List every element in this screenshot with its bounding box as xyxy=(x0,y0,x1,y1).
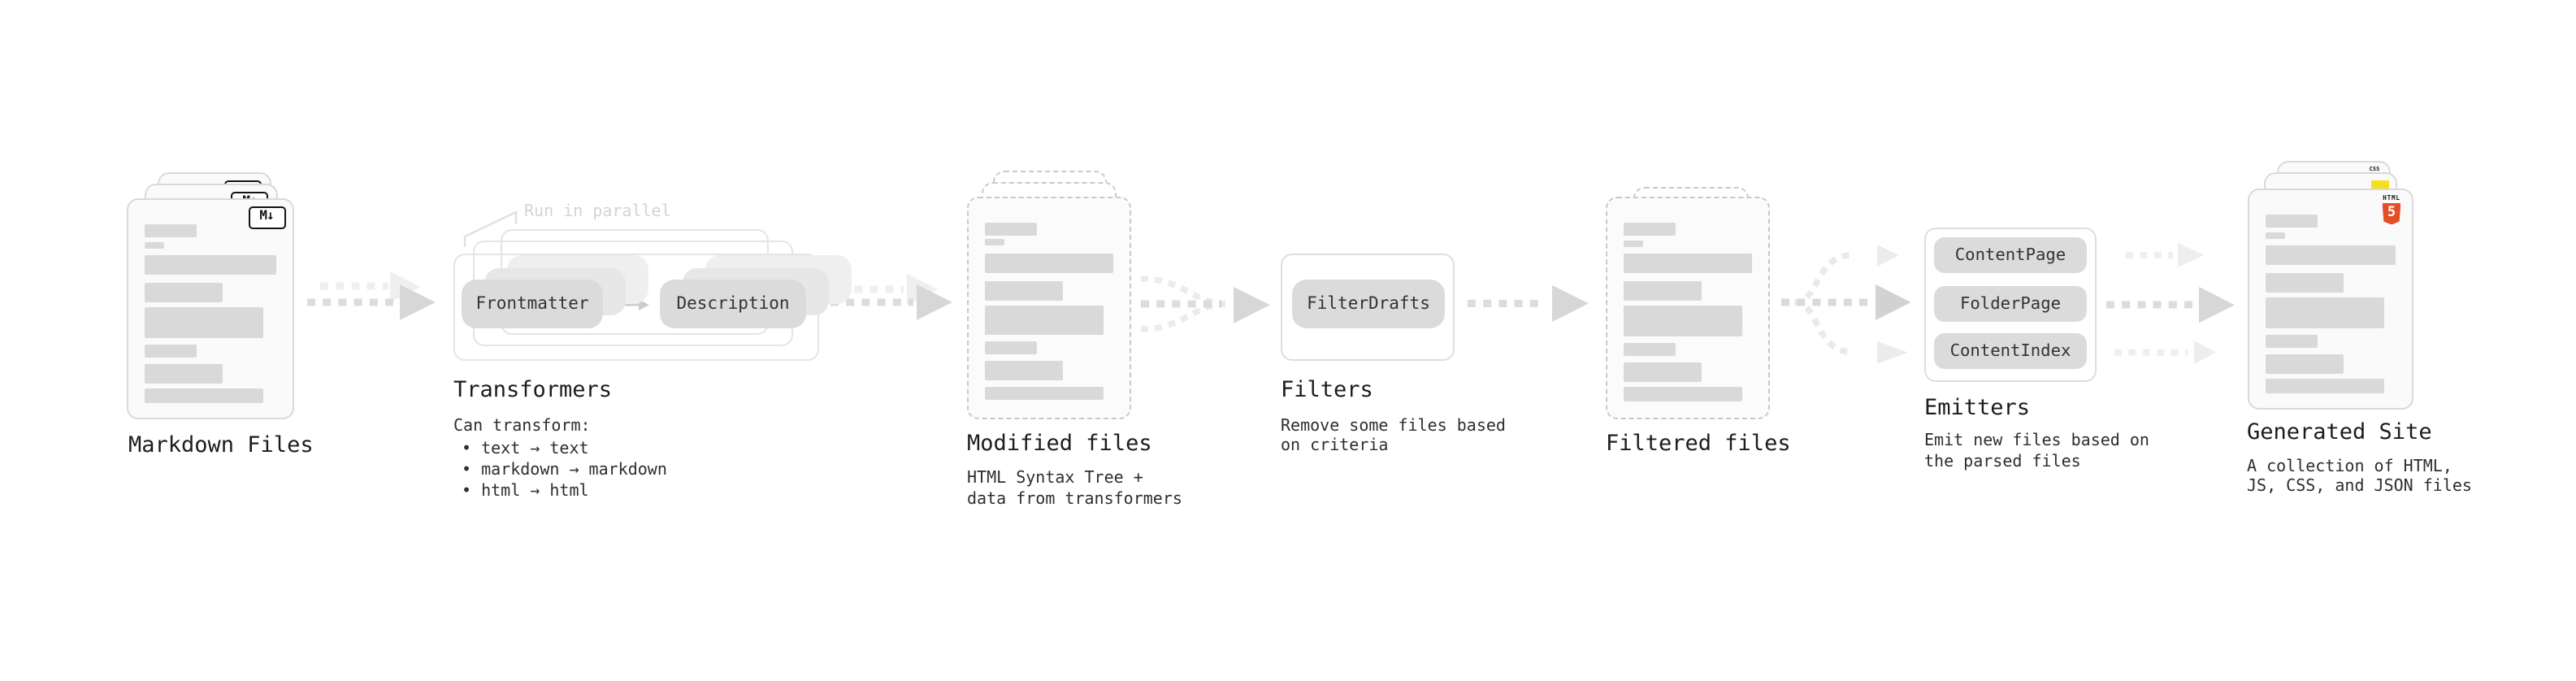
markdown-files-label: Markdown Files xyxy=(128,432,314,458)
document-placeholder-lines xyxy=(145,200,276,402)
emitters-desc-2: the parsed files xyxy=(1924,453,2081,471)
html5-icon: HTML 5 xyxy=(2381,193,2402,225)
modified-files-desc-2: data from transformers xyxy=(967,490,1182,508)
description-pill: Description xyxy=(660,280,806,327)
arrow-modified-to-filters xyxy=(1140,275,1270,332)
document-placeholder-lines xyxy=(984,198,1114,401)
js-badge xyxy=(2370,180,2388,189)
generated-site-desc-1: A collection of HTML, xyxy=(2247,458,2452,475)
transformers-label: Transformers xyxy=(453,376,613,402)
file-card xyxy=(1605,197,1770,419)
bullet-item: • markdown → markdown xyxy=(462,461,667,479)
document-placeholder-lines xyxy=(2265,190,2396,393)
modified-files-label: Modified files xyxy=(967,431,1152,457)
file-card: HTML 5 xyxy=(2247,189,2413,410)
transformers-bullets: • text → text • markdown → markdown • ht… xyxy=(462,438,667,501)
filters-label: Filters xyxy=(1281,376,1373,402)
filtered-files-label: Filtered files xyxy=(1606,431,1791,457)
filterdrafts-pill: FilterDrafts xyxy=(1292,280,1445,328)
contentindex-pill: ContentIndex xyxy=(1934,333,2087,368)
frontmatter-pill: Frontmatter xyxy=(462,280,603,327)
contentpage-pill: ContentPage xyxy=(1934,237,2087,273)
modified-files-desc-1: HTML Syntax Tree + xyxy=(967,469,1143,488)
markdown-icon: M↓ xyxy=(248,206,285,228)
bullet-item: • text → text xyxy=(462,440,589,458)
arrow-markdown-to-transformers xyxy=(307,271,436,320)
file-card: M↓ xyxy=(127,198,294,419)
run-in-parallel-note: Run in parallel xyxy=(524,203,671,221)
bullet-item: • html → html xyxy=(462,482,589,500)
css-badge-label: CSS xyxy=(2369,165,2380,172)
html5-icon-shield: 5 xyxy=(2382,202,2401,225)
generated-site-label: Generated Site xyxy=(2247,419,2432,445)
html5-icon-label: HTML xyxy=(2383,193,2400,202)
generated-site-desc-2: JS, CSS, and JSON files xyxy=(2247,478,2472,497)
arrow-filtered-to-emitters xyxy=(1781,245,1911,364)
file-card xyxy=(966,196,1132,419)
transformers-desc-heading: Can transform: xyxy=(453,417,591,435)
arrow-emitters-to-generated xyxy=(2106,243,2235,365)
document-placeholder-lines xyxy=(1623,198,1752,401)
filters-desc-2: on criteria xyxy=(1281,437,1389,456)
arrow-filters-to-filtered xyxy=(1468,285,1589,322)
emitters-label: Emitters xyxy=(1924,395,2031,421)
filters-desc-1: Remove some files based xyxy=(1281,417,1506,435)
folderpage-pill: FolderPage xyxy=(1934,286,2087,321)
emitters-desc-1: Emit new files based on xyxy=(1924,432,2149,449)
